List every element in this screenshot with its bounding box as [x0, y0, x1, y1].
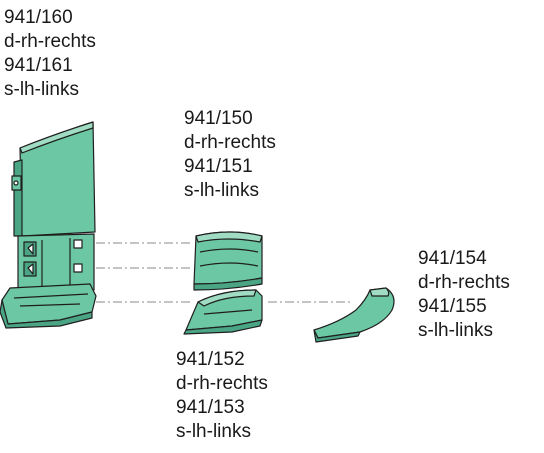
- tip-piece-part: [313, 287, 395, 343]
- main-assembly-label: 941/160 d-rh-rechts 941/161 s-lh-links: [4, 6, 96, 102]
- side-left-text: s-lh-links: [418, 320, 493, 341]
- part-number-left: 941/153: [176, 397, 245, 418]
- part-number-left: 941/155: [418, 296, 487, 317]
- part-number-left: 941/161: [4, 55, 73, 76]
- side-left-text: s-lh-links: [184, 180, 259, 201]
- lower-panel-part: [183, 289, 263, 335]
- part-number-left: 941/151: [184, 156, 253, 177]
- side-right-text: d-rh-rechts: [418, 272, 510, 293]
- side-left-text: s-lh-links: [4, 79, 79, 100]
- main-assembly-part: [0, 121, 97, 329]
- side-left-text: s-lh-links: [176, 421, 251, 442]
- tip-piece-label: 941/154 d-rh-rechts 941/155 s-lh-links: [418, 247, 510, 343]
- lower-panel-label: 941/152 d-rh-rechts 941/153 s-lh-links: [176, 348, 268, 444]
- side-right-text: d-rh-rechts: [184, 132, 276, 153]
- part-number-right: 941/154: [418, 248, 487, 269]
- part-number-right: 941/152: [176, 349, 245, 370]
- side-right-text: d-rh-rechts: [4, 31, 96, 52]
- side-right-text: d-rh-rechts: [176, 373, 268, 394]
- leader-lines: [96, 242, 352, 303]
- upper-panel-part: [193, 231, 263, 291]
- part-number-right: 941/150: [184, 108, 253, 129]
- part-number-right: 941/160: [4, 7, 73, 28]
- upper-panel-label: 941/150 d-rh-rechts 941/151 s-lh-links: [184, 107, 276, 203]
